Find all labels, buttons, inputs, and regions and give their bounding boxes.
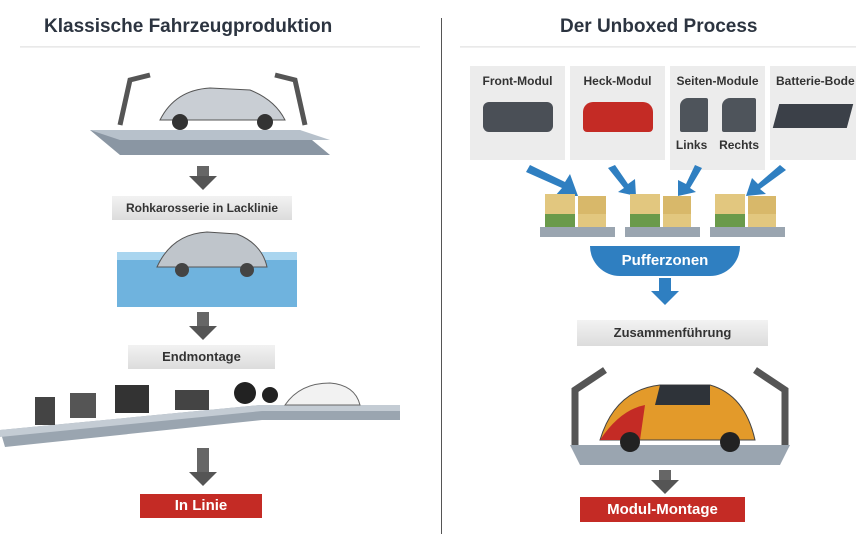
paint-line-label: Rohkarosserie in Lacklinie [112, 196, 292, 220]
down-arrow-icon [651, 480, 679, 494]
right-rule [460, 46, 856, 48]
in-line-badge: In Linie [140, 494, 262, 518]
paint-bath-illustration [117, 231, 297, 307]
module-front: Front-Modul [470, 66, 565, 160]
feed-arrows [526, 165, 786, 196]
arrow-shaft [659, 470, 671, 482]
left-rule [20, 46, 420, 48]
column-divider [441, 18, 442, 534]
buffer-zones-banner: Pufferzonen [590, 246, 740, 276]
module-label: Front-Modul [482, 74, 553, 88]
arrow-shaft [659, 278, 671, 292]
arrow-shaft [197, 312, 209, 328]
rear-module-icon [582, 102, 653, 132]
merge-label: Zusammenführung [577, 320, 768, 346]
buffer-pallets-illustration [540, 194, 785, 237]
arrow-shaft [197, 166, 209, 178]
right-title: Der Unboxed Process [560, 16, 758, 37]
final-assembly-label: Endmontage [128, 345, 275, 369]
module-label: Heck-Modul [583, 74, 652, 88]
right-door-icon [722, 98, 756, 132]
module-sub-label: Links [675, 138, 708, 152]
module-label: Batterie-Bode [776, 74, 855, 88]
front-module-icon [482, 102, 553, 132]
module-label: Seiten-Module [676, 74, 759, 88]
battery-module-icon [772, 104, 854, 128]
module-sides: Seiten-Module Links Rechts [670, 66, 765, 170]
down-arrow-icon [189, 176, 217, 190]
down-arrow-icon [651, 291, 679, 305]
down-arrow-icon [189, 326, 217, 340]
module-sub-label: Rechts [719, 138, 760, 152]
module-assembly-illustration [570, 367, 790, 465]
body-line-illustration [90, 72, 330, 155]
down-arrow-icon [189, 472, 217, 486]
module-battery: Batterie-Bode [770, 66, 856, 160]
module-assembly-badge: Modul-Montage [580, 497, 745, 522]
left-title: Klassische Fahrzeugproduktion [44, 16, 333, 37]
left-door-icon [680, 98, 708, 132]
assembly-conveyor-illustration [0, 382, 400, 447]
module-rear: Heck-Modul [570, 66, 665, 160]
arrow-shaft [197, 448, 209, 474]
